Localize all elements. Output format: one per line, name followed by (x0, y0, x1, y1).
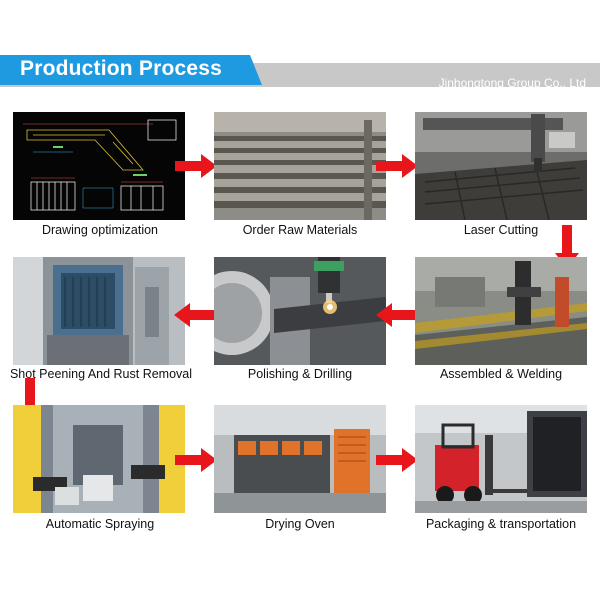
drilling-photo (214, 257, 386, 365)
laser-cutting-photo (415, 112, 587, 220)
header-banner: Jinhongtong Group Co., Ltd Production Pr… (0, 55, 600, 90)
arrow-right-icon (376, 448, 418, 472)
step-label-assembled-and-welding: Assembled & Welding (439, 367, 563, 381)
company-name: Jinhongtong Group Co., Ltd (438, 76, 586, 90)
arrow-right-icon (175, 154, 217, 178)
step-label-order-raw-materials: Order Raw Materials (242, 223, 358, 237)
step-label-drying-oven: Drying Oven (265, 517, 335, 531)
header-title-tab: Production Process (0, 55, 262, 85)
step-label-laser-cutting: Laser Cutting (463, 223, 539, 237)
spraying-photo (13, 405, 185, 513)
step-label-polishing-and-drilling: Polishing & Drilling (247, 367, 353, 381)
step-label-packaging-and-transportation: Packaging & transportation (425, 517, 577, 531)
steel-plates-photo (214, 112, 386, 220)
welding-photo (415, 257, 587, 365)
step-label-shot-peening-and-rust-removal: Shot Peening And Rust Removal (9, 367, 193, 381)
page-title: Production Process (20, 57, 222, 80)
arrow-left-icon (376, 303, 418, 327)
arrow-right-icon (175, 448, 217, 472)
forklift-container-photo (415, 405, 587, 513)
step-label-drawing-optimization: Drawing optimization (41, 223, 159, 237)
arrow-left-icon (174, 303, 216, 327)
drying-oven-photo (214, 405, 386, 513)
cad-drawing-photo (13, 112, 185, 220)
shot-peening-photo (13, 257, 185, 365)
step-label-automatic-spraying: Automatic Spraying (45, 517, 155, 531)
arrow-right-icon (376, 154, 418, 178)
